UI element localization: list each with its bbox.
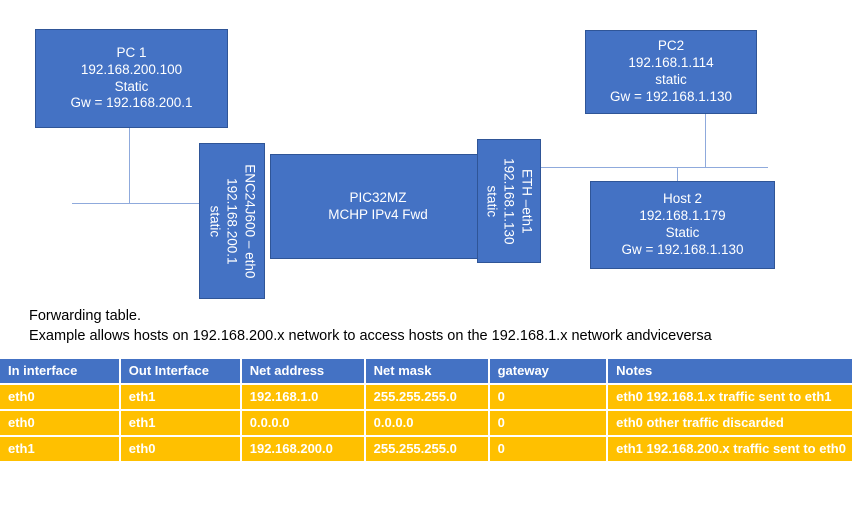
cell-notes: eth0 other traffic discarded (607, 410, 852, 437)
pc1-ip: 192.168.200.100 (80, 61, 183, 77)
host2-gateway: Gw = 192.168.1.130 (621, 241, 744, 257)
eth0-mode: static (207, 205, 223, 237)
node-router[interactable]: PIC32MZ MCHP IPv4 Fwd (270, 154, 486, 259)
pc2-title: PC2 (657, 38, 685, 54)
cell-net-address: 192.168.1.0 (240, 384, 366, 411)
column-header-out-interface: Out Interface (119, 359, 242, 385)
caption-example-description: Example allows hosts on 192.168.200.x ne… (29, 328, 712, 344)
column-header-notes: Notes (607, 359, 852, 385)
eth1-mode: static (484, 185, 500, 217)
cell-out-interface: eth0 (119, 436, 242, 463)
cell-spacer (852, 410, 866, 436)
cell-net-mask: 0.0.0.0 (364, 410, 490, 437)
eth1-ip: 192.168.1.130 (501, 157, 517, 245)
column-header-net-address: Net address (240, 359, 366, 385)
eth1-interface-label: ETH –eth1 192.168.1.130 static (483, 158, 536, 244)
caption-forwarding-table: Forwarding table. (29, 308, 142, 324)
column-header-spacer (852, 359, 866, 384)
pc2-mode: static (655, 72, 687, 87)
node-eth1-interface[interactable]: ETH –eth1 192.168.1.130 static (477, 139, 541, 263)
connector-pc1-vertical (129, 128, 130, 204)
router-stack: MCHP IPv4 Fwd (328, 206, 428, 222)
cell-in-interface: eth0 (0, 384, 121, 411)
eth1-name: ETH –eth1 (519, 168, 535, 234)
cell-gateway: 0 (488, 436, 609, 463)
column-header-net-mask: Net mask (364, 359, 490, 385)
host2-title: Host 2 (662, 191, 703, 207)
cell-gateway: 0 (488, 384, 609, 411)
table-row[interactable]: eth0 eth1 0.0.0.0 0.0.0.0 0 eth0 other t… (0, 410, 866, 437)
cell-net-address: 192.168.200.0 (240, 436, 366, 463)
cell-gateway: 0 (488, 410, 609, 437)
eth0-ip: 192.168.200.1 (224, 177, 240, 265)
pc1-gateway: Gw = 192.168.200.1 (70, 95, 193, 111)
cell-notes: eth1 192.168.200.x traffic sent to eth0 (607, 436, 852, 463)
cell-in-interface: eth0 (0, 410, 121, 437)
connector-host2-vertical (677, 167, 678, 181)
connector-right-bus (541, 167, 768, 168)
connector-pc2-vertical (705, 114, 706, 168)
cell-net-mask: 255.255.255.0 (364, 436, 490, 463)
eth0-interface-label: ENC24J600 – eth0 192.168.200.1 static (206, 164, 259, 278)
pc2-ip: 192.168.1.114 (628, 55, 714, 71)
connector-left-bus (72, 203, 220, 204)
cell-net-mask: 255.255.255.0 (364, 384, 490, 411)
host2-mode: Static (665, 225, 700, 240)
node-pc2[interactable]: PC2 192.168.1.114 static Gw = 192.168.1.… (585, 30, 757, 114)
cell-notes: eth0 192.168.1.x traffic sent to eth1 (607, 384, 852, 411)
pc1-mode: Static (114, 78, 149, 94)
host2-ip: 192.168.1.179 (639, 208, 726, 224)
pc1-title: PC 1 (116, 44, 147, 60)
pc2-gateway: Gw = 192.168.1.130 (610, 88, 732, 104)
column-header-in-interface: In interface (0, 359, 121, 385)
cell-net-address: 0.0.0.0 (240, 410, 366, 437)
cell-spacer (852, 436, 866, 462)
column-header-gateway: gateway (488, 359, 609, 385)
eth0-name: ENC24J600 – eth0 (242, 163, 258, 279)
cell-spacer (852, 384, 866, 410)
forwarding-table: In interface Out Interface Net address N… (0, 359, 866, 463)
cell-out-interface: eth1 (119, 384, 242, 411)
table-header-row: In interface Out Interface Net address N… (0, 359, 866, 385)
cell-in-interface: eth1 (0, 436, 121, 463)
router-chip: PIC32MZ (349, 189, 407, 205)
table-row[interactable]: eth0 eth1 192.168.1.0 255.255.255.0 0 et… (0, 384, 866, 411)
cell-out-interface: eth1 (119, 410, 242, 437)
node-host2[interactable]: Host 2 192.168.1.179 Static Gw = 192.168… (590, 181, 775, 269)
table-row[interactable]: eth1 eth0 192.168.200.0 255.255.255.0 0 … (0, 436, 866, 463)
node-pc1[interactable]: PC 1 192.168.200.100 Static Gw = 192.168… (35, 29, 228, 128)
node-eth0-interface[interactable]: ENC24J600 – eth0 192.168.200.1 static (199, 143, 265, 299)
